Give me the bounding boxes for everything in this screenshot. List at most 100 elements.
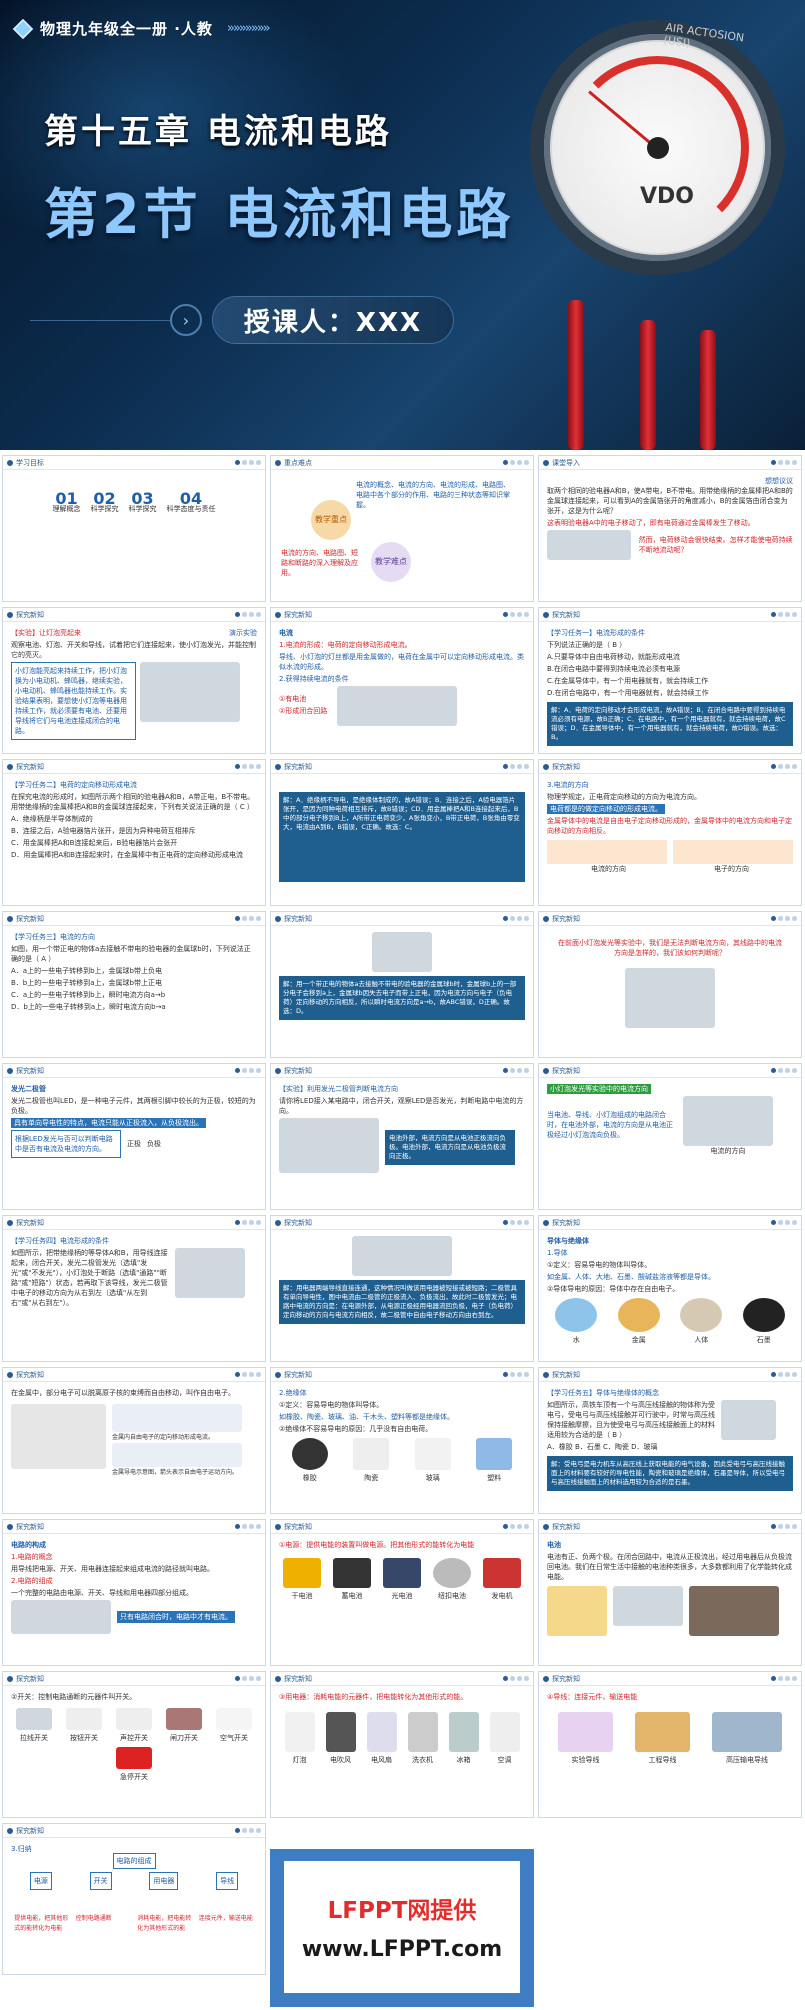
- circuit-note: 只有电路闭合时，电路中才有电流。: [117, 1611, 235, 1623]
- credit-slide[interactable]: LFPPT网提供 www.LFPPT.com: [270, 1849, 534, 2007]
- slide-thumb[interactable]: 探究新知 【实验】利用发光二极管判断电流方向 请你将LED接入某电路中，闭合开关…: [270, 1063, 534, 1210]
- ac-image: [489, 1712, 520, 1752]
- image-caption: 石墨: [756, 1336, 771, 1344]
- summary-node: 电源: [29, 1872, 52, 1890]
- circuit-diagram: [11, 1600, 111, 1634]
- circuit-diagram: [683, 1096, 773, 1146]
- slide-thumb[interactable]: 探究新知 【学习任务一】电流形成的条件 下列说法正确的是（ B ） A.只要导体…: [538, 607, 802, 754]
- slide-thumb[interactable]: 探究新知 ③用电器：消耗电能的元器件，把电能转化为其他形式的能。 灯泡 电吹风 …: [270, 1671, 534, 1818]
- slide-thumb[interactable]: 探究新知 【学习任务三】电流的方向 如图，用一个带正电的物体a去接触不带电的验电…: [2, 911, 266, 1058]
- slide-thumb[interactable]: 探究新知 【学习任务四】电流形成的条件 如图所示，把带绝缘柄的等导体A和B，用导…: [2, 1215, 266, 1362]
- intro-text: 取两个相同的验电器A和B，使A带电，B不带电。用带绝缘柄的金属棒把A和B的金属球…: [547, 487, 793, 515]
- goal-label: 科学态度与责任: [166, 505, 216, 513]
- slide-title: 探究新知: [275, 1066, 312, 1076]
- slide-title: 探究新知: [7, 762, 44, 772]
- slide-thumb[interactable]: 探究新知 【学习任务五】导体与绝缘体的概念 如图所示，高铁车顶有一个与高压线接触…: [538, 1367, 802, 1514]
- option-d[interactable]: D．用金属棒把A和B连接起来时，在金属棒中有正电荷的定向移动形成电流: [11, 851, 243, 859]
- led-highlight: 具有单向导电性的特点，电流只能从正极流入，从负极流出。: [11, 1118, 206, 1128]
- slide-title: 探究新知: [543, 1218, 580, 1228]
- direction-text: 当电池、导线、小灯泡组成的电路闭合时，在电池外部，电流的方向是从电池正极经过小灯…: [547, 1111, 673, 1139]
- image-caption: 冰箱: [456, 1756, 471, 1764]
- options[interactable]: A．橡胶 B．石墨 C．陶瓷 D．玻璃: [547, 1443, 658, 1451]
- difficulty-badge: 教学难点: [371, 542, 411, 582]
- option-b[interactable]: B．b上的一些电子转移到a上，金属球b带上正电: [11, 979, 162, 987]
- summary-root: 电路的组成: [112, 1853, 156, 1869]
- slide-thumb[interactable]: 探究新知 在金属中，部分电子可以脱离原子核的束缚而自由移动，叫作自由电子。 金属…: [2, 1367, 266, 1514]
- title-slide[interactable]: 物理九年级全一册 ·人教 »»»»»»» 第十五章 电流和电路 第2节 电流和电…: [0, 0, 805, 450]
- image-caption: 陶瓷: [364, 1474, 379, 1482]
- battery-heading: 电池: [547, 1541, 561, 1549]
- slide-thumb[interactable]: 重点难点 电流的概念、电流的方向、电流的形成、电路图、电路中各个部分的作用、电路…: [270, 455, 534, 602]
- slide-thumb[interactable]: 探究新知 发光二极管 发光二极管也叫LED，是一种电子元件，其两根引脚中较长的为…: [2, 1063, 266, 1210]
- question: 如图所示，把带绝缘柄的等导体A和B，用导线连接起来，闭合开关，发光二极管发光（选…: [11, 1249, 168, 1307]
- option-c[interactable]: C．用金属棒把A和B连接起来后，B验电器箔片会张开: [11, 839, 178, 847]
- section-title: 第2节 电流和电路: [44, 183, 515, 246]
- slide-thumb[interactable]: 探究新知 电路的构成 1.电路的概念 用导线把电源、开关、用电器连接起来组成电流…: [2, 1519, 266, 1666]
- slide-thumb[interactable]: 课堂导入 想想议议 取两个相同的验电器A和B，使A带电，B不带电。用带绝缘柄的金…: [538, 455, 802, 602]
- slide-thumb[interactable]: 探究新知 解：用一个带正电的物体a去接触不带电的验电器的金属球b时，金属球b上的…: [270, 911, 534, 1058]
- slide-thumb[interactable]: 探究新知 电池 电池有正、负两个极。在闭合回路中，电流从正极流出，经过用电器后从…: [538, 1519, 802, 1666]
- option-d[interactable]: D.在闭合电路中，有一个用电器就有，就会持续工作: [547, 689, 709, 697]
- slide-thumb[interactable]: 探究新知 【学习任务二】电荷的定向移动形成电流 在探究电流的形成时，如图所示两个…: [2, 759, 266, 906]
- option-c[interactable]: C．a上的一些电子转移到b上，瞬时电流方向a→b: [11, 991, 166, 999]
- slide-title: 重点难点: [275, 458, 312, 468]
- image-caption: 空调: [497, 1756, 512, 1764]
- circuit-concept: 1.电路的概念: [11, 1553, 53, 1561]
- answer-box: 解：受电弓是电力机车从高压线上获取电能的电气设备，因此受电弓与高压线接触面上的材…: [547, 1456, 793, 1491]
- question: 下列说法正确的是（ B ）: [547, 641, 627, 649]
- image-caption: 按钮开关: [70, 1734, 98, 1742]
- slide-thumb[interactable]: 探究新知 解：A．绝缘柄不导电，是绝缘体制成的，故A错误；B．连接之后，A验电器…: [270, 759, 534, 906]
- option-b[interactable]: B.在闭合电路中要得到持续电流必须有电源: [547, 665, 681, 673]
- direction-highlight: 电荷都是的做定向移动的形成电流。: [547, 804, 665, 814]
- experiment-text: 请你将LED接入某电路中，闭合开关，观察LED是否发光，判断电路中电流的方向。: [279, 1097, 524, 1115]
- option-d[interactable]: D．b上的一些电子转移到a上，瞬时电流方向b→a: [11, 1003, 166, 1011]
- slide-title: 探究新知: [543, 610, 580, 620]
- key-badge: 教学重点: [311, 500, 351, 540]
- slide-thumb[interactable]: 探究新知 电流 1.电流的形成：电荷的定向移动形成电流。 导线、小灯泡的灯丝都是…: [270, 607, 534, 754]
- summary-desc: 提供电能，把其他形式的能转化为电能: [14, 1915, 69, 1932]
- option-a[interactable]: A．绝缘柄是半导体制成的: [11, 815, 93, 823]
- slide-thumb[interactable]: 探究新知 【实验】让灯泡亮起来 演示实验 观察电池、灯泡、开关和导线，试着把它们…: [2, 607, 266, 754]
- experiment-result: 电池外部，电流方向是从电池正极流向负极。电池外部，电流方向是从电池负极流向正极。: [385, 1130, 515, 1165]
- conductor-heading: 导体与绝缘体: [547, 1237, 589, 1245]
- slide-thumb[interactable]: 探究新知 小灯泡发光等实验中的电流方向 当电池、导线、小灯泡组成的电路闭合时，在…: [538, 1063, 802, 1210]
- slide-thumb[interactable]: 探究新知 2.绝缘体 ①定义：容易导电的物体叫导体。 如橡胶、陶瓷、玻璃、油、干…: [270, 1367, 534, 1514]
- question: 如图，用一个带正电的物体a去接触不带电的验电器的金属球b时，下列说法正确的是（ …: [11, 945, 251, 963]
- image-caption: 橡胶: [302, 1474, 317, 1482]
- slide-thumb[interactable]: 探究新知 解：用电器两端导线直接连通，这种情况叫做该用电器被短接或被短路；二极管…: [270, 1215, 534, 1362]
- plastic-image: [476, 1438, 513, 1470]
- credit-url[interactable]: www.LFPPT.com: [301, 1937, 503, 1962]
- option-b[interactable]: B．连接之后，A验电器箔片张开，是因为异种电荷互相排斥: [11, 827, 196, 835]
- slide-title: 探究新知: [7, 1522, 44, 1532]
- image-caption: 光电池: [391, 1592, 413, 1600]
- cable-image: [635, 1712, 690, 1752]
- slide-thumb[interactable]: 探究新知 在前面小灯泡发光等实验中，我们是无法判断电流方向，其线路中的电流方向是…: [538, 911, 802, 1058]
- metal-image: [617, 1298, 660, 1332]
- slide-title: 探究新知: [275, 1218, 312, 1228]
- lab-wire-image: [558, 1712, 613, 1752]
- option-c[interactable]: C.在金属导体中，有一个用电器就有，就会持续工作: [547, 677, 709, 685]
- slide-thumb[interactable]: 探究新知 ④导线：连接元件，输送电能 实验导线 工程导线 高压输电导线: [538, 1671, 802, 1818]
- circuit-heading: 电路的构成: [11, 1541, 46, 1549]
- experiment-heading: 【实验】让灯泡亮起来: [11, 629, 81, 637]
- bulb-image: [284, 1712, 315, 1752]
- image-caption: 电吹风: [330, 1756, 351, 1764]
- teacher-badge: 授课人：XXX: [212, 296, 454, 344]
- subject-bar: 物理九年级全一册 ·人教 »»»»»»»: [12, 18, 271, 39]
- slide-thumb[interactable]: 探究新知 3.归纳 电路的组成 电源 开关 用电器 导线 提供电能，把其他形式的…: [2, 1823, 266, 1975]
- slide-title: 探究新知: [543, 1066, 580, 1076]
- direction-caption: 电流的方向: [710, 1147, 746, 1155]
- electroscope-image: [547, 530, 631, 560]
- goal-number: 01: [55, 489, 78, 508]
- slide-thumb[interactable]: 探究新知 ①电源：提供电能的装置叫做电源。把其他形式的能转化为电能 干电池 蓄电…: [270, 1519, 534, 1666]
- appliance-definition: ③用电器：消耗电能的元器件，把电能转化为其他形式的能。: [279, 1693, 468, 1701]
- electron-diagram: [112, 1404, 242, 1432]
- option-a[interactable]: A.只要导体中自由电荷移动，就能形成电流: [547, 653, 680, 661]
- slide-thumb[interactable]: 探究新知 ②开关：控制电路通断的元器件叫开关。 拉线开关 按钮开关 声控开关 闸…: [2, 1671, 266, 1818]
- slide-thumb[interactable]: 探究新知 3.电流的方向 物理学规定，正电荷定向移动的方向为电流方向。 电荷都是…: [538, 759, 802, 906]
- slide-thumb[interactable]: 探究新知 导体与绝缘体 1.导体 ①定义：容易导电的物体叫导体。 如金属、人体、…: [538, 1215, 802, 1362]
- image-caption: 水: [572, 1336, 580, 1344]
- option-a[interactable]: A．a上的一些电子转移到b上，金属球b带上负电: [11, 967, 162, 975]
- image-caption: 塑料: [487, 1474, 502, 1482]
